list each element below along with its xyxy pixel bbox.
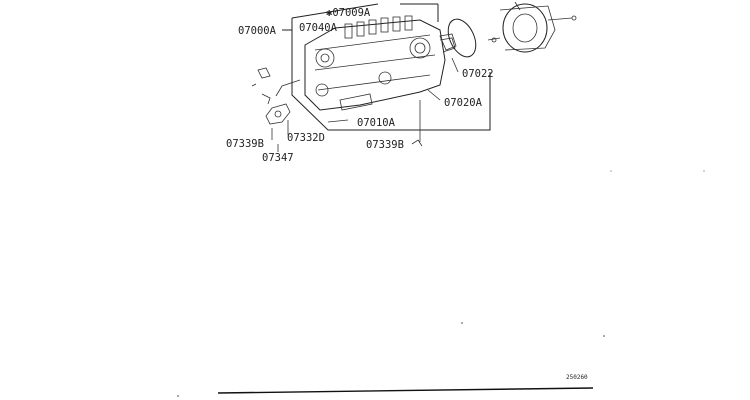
bracket-top-line xyxy=(291,3,379,19)
o-ring-07022 xyxy=(447,18,477,58)
label-07000A: 07000A xyxy=(238,25,277,37)
figure-code: 250260 xyxy=(566,374,588,381)
label-07040A: 07040A xyxy=(299,22,338,34)
bolt-07339B-right xyxy=(411,139,423,147)
label-07020A: 07020A xyxy=(444,97,483,109)
label-07339B-right: 07339B xyxy=(366,139,404,151)
label-07339B-left: 07339B xyxy=(226,138,264,150)
label-07010A: 07010A xyxy=(357,117,396,129)
speck xyxy=(461,322,463,324)
label-07022: 07022 xyxy=(462,68,494,80)
injection-pump-drawing xyxy=(275,15,456,111)
label-07347: 07347 xyxy=(262,152,294,164)
label-07009A: ✱07009A xyxy=(326,7,371,19)
assembly-bracket-frame xyxy=(291,18,491,131)
bottom-rule xyxy=(217,387,594,394)
governor-parts-drawing xyxy=(251,67,291,125)
timer-assembly-drawing xyxy=(487,1,577,53)
speck xyxy=(610,170,612,172)
speck xyxy=(177,395,179,397)
leader-07010A xyxy=(327,119,349,123)
coupling-plate-drawing xyxy=(439,33,457,51)
label-07332D: 07332D xyxy=(287,132,325,144)
leader-07022 xyxy=(451,57,459,73)
speck xyxy=(603,335,605,337)
leader-07020A xyxy=(427,89,441,101)
speck xyxy=(703,170,705,172)
